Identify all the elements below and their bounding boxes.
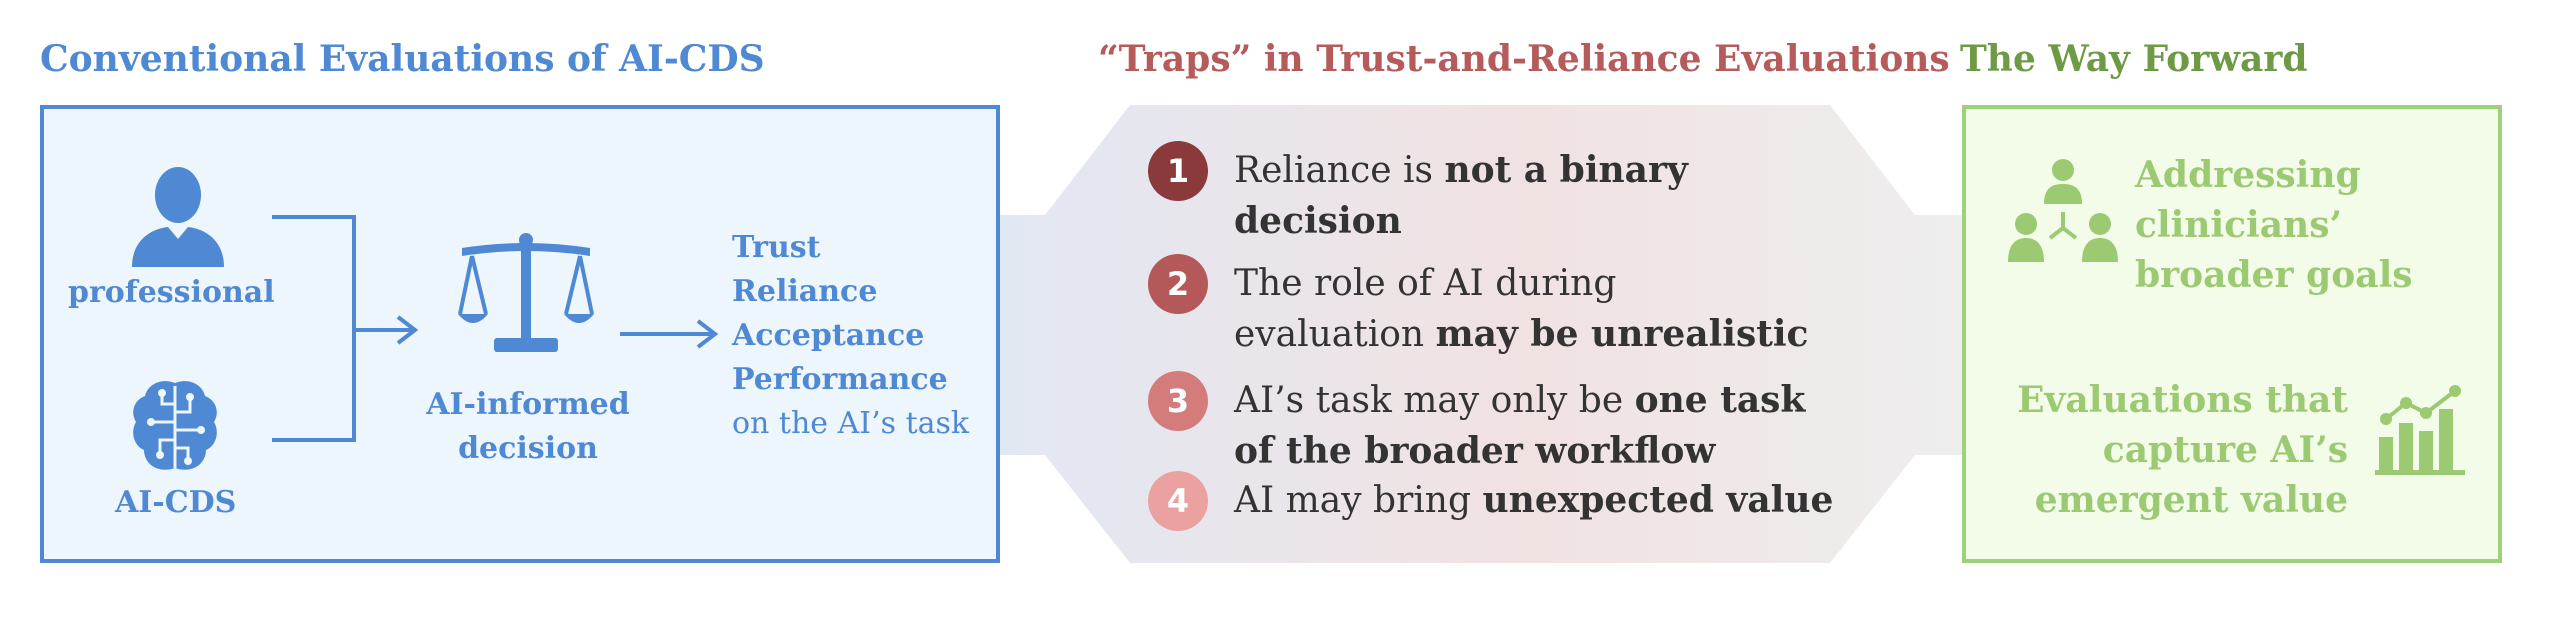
outcomes-suffix: on the AI’s task	[732, 406, 970, 441]
trap-item-3: 3 AI’s task may only be one task of the …	[1148, 371, 1806, 477]
outcome-performance: Performance	[732, 362, 948, 397]
addressing-goals-text: Addressing clinicians’ broader goals	[2135, 154, 2413, 296]
trap-item-1: 1 Reliance is not a binary decision	[1148, 141, 1688, 247]
trap-text: AI’s task may only be one task of the br…	[1234, 379, 1806, 472]
ai-informed-decision-label: AI-informed decision	[418, 383, 638, 471]
decision-label-line2: decision	[458, 431, 598, 466]
conventional-evaluations-title: Conventional Evaluations of AI-CDS	[40, 38, 765, 80]
team-icon	[2008, 159, 2118, 262]
flow-connectors	[272, 215, 719, 442]
trap-text: AI may bring unexpected value	[1234, 479, 1834, 521]
professional-icon	[132, 167, 224, 267]
trap-number-badge: 4	[1148, 471, 1208, 531]
brain-icon	[133, 381, 217, 470]
trap-item-4: 4 AI may bring unexpected value	[1148, 471, 1834, 531]
way-forward-panel	[1962, 105, 2502, 563]
evaluation-outcomes: Trust Reliance Acceptance Performance on…	[732, 226, 969, 446]
outcome-acceptance: Acceptance	[732, 318, 925, 353]
way-forward-title: The Way Forward	[1960, 38, 2308, 80]
professional-label: professional	[68, 275, 275, 310]
trap-number-badge: 3	[1148, 371, 1208, 431]
conventional-evaluations-panel	[40, 105, 1000, 563]
trap-item-2: 2 The role of AI during evaluation may b…	[1148, 254, 1809, 360]
outcome-trust: Trust	[732, 230, 821, 265]
scale-icon	[458, 233, 594, 352]
traps-title: “Traps” in Trust-and-Reliance Evaluation…	[1098, 38, 1950, 80]
trap-number-badge: 1	[1148, 141, 1208, 201]
emergent-value-text: Evaluations that capture AI’s emergent v…	[2017, 379, 2348, 521]
outcome-reliance: Reliance	[732, 274, 878, 309]
trap-number-badge: 2	[1148, 254, 1208, 314]
trap-text: The role of AI during evaluation may be …	[1234, 263, 1809, 355]
decision-label-line1: AI-informed	[426, 387, 630, 422]
growth-chart-icon	[2375, 385, 2465, 475]
trap-text: Reliance is not a binary decision	[1234, 149, 1688, 242]
aicds-label: AI-CDS	[115, 485, 237, 520]
